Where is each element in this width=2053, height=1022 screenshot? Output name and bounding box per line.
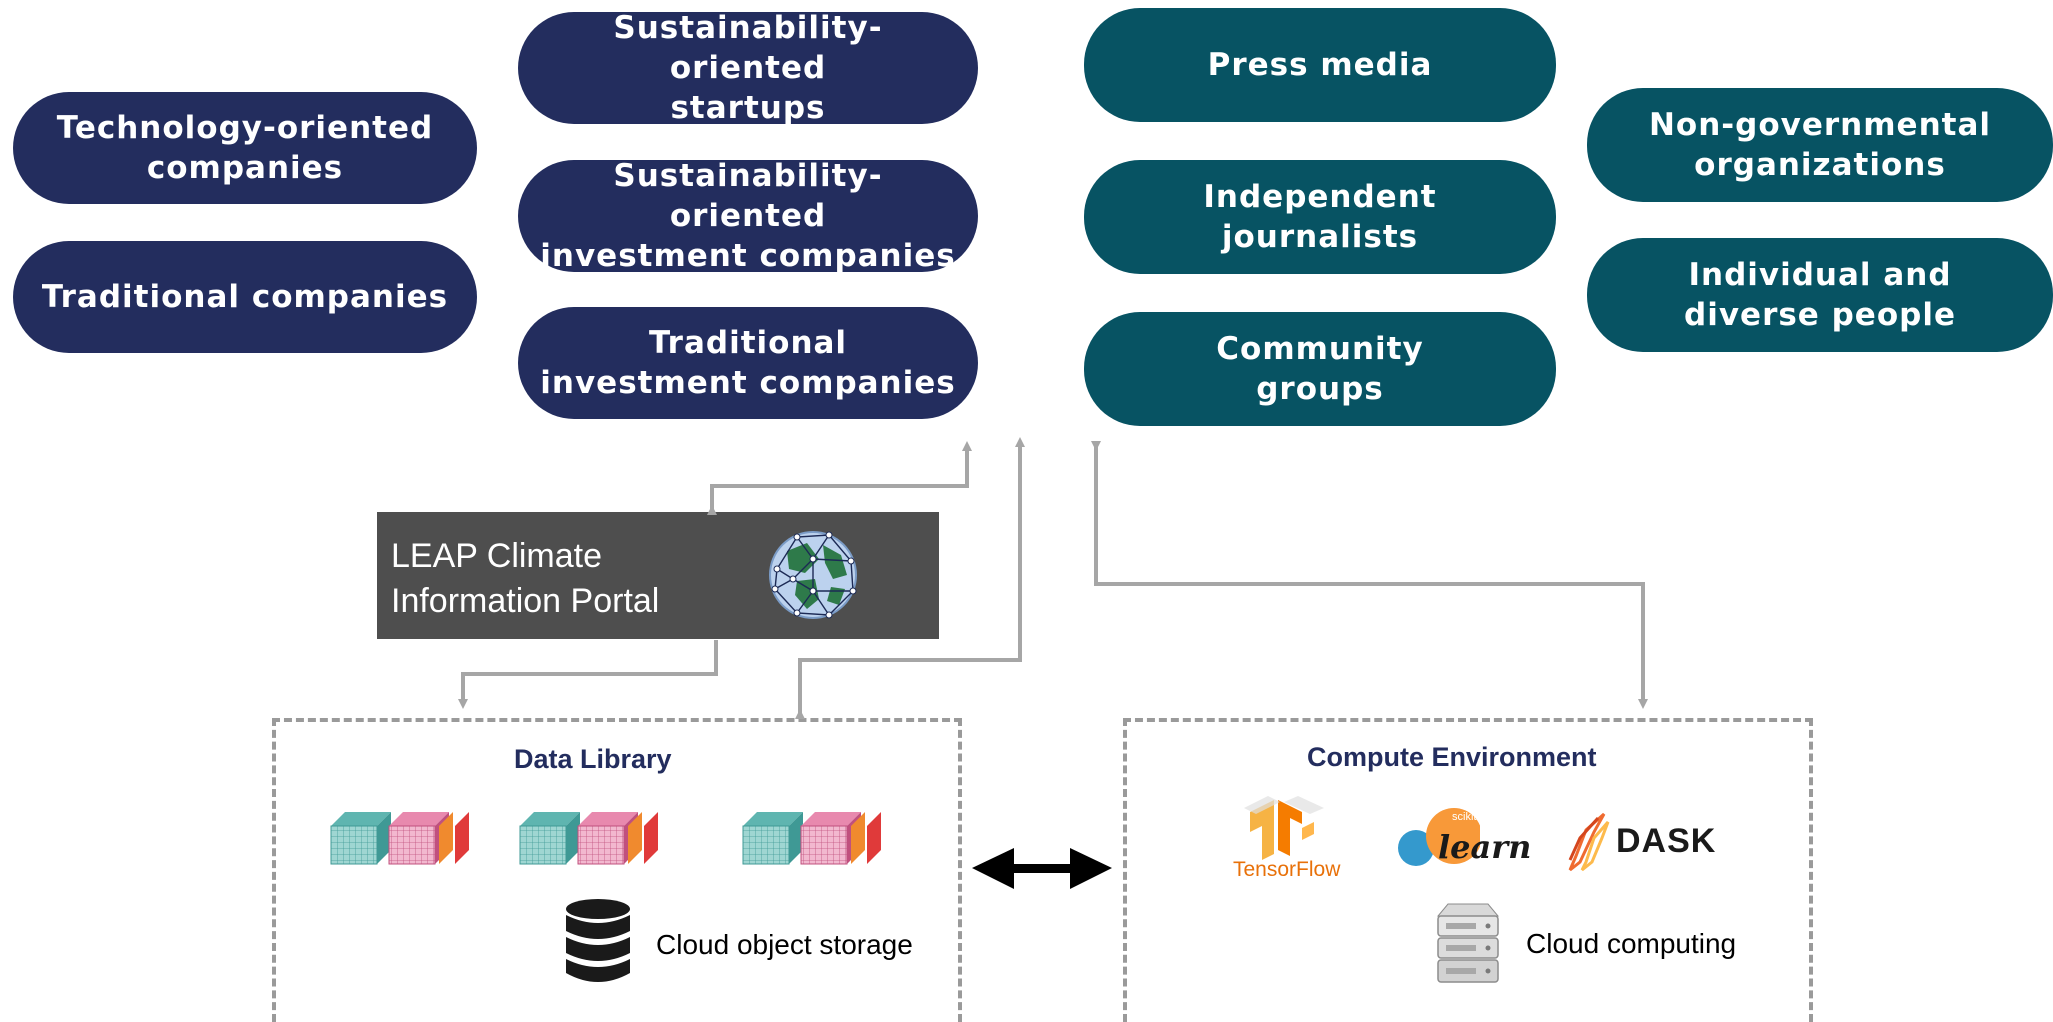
data-library-title: Data Library xyxy=(514,744,672,774)
pill-sustainability-investment: Sustainability-oriented investment compa… xyxy=(518,158,978,274)
database-icon xyxy=(566,899,630,982)
pill-traditional-companies: Traditional companies xyxy=(13,241,477,353)
pill-ngos: Non-governmental organizations xyxy=(1587,88,2053,202)
cloud-computing-label: Cloud computing xyxy=(1526,928,1737,959)
portal-title: LEAP Climate Information Portal xyxy=(391,537,660,620)
connector-datalibrary-up xyxy=(795,437,1025,719)
dask-label: DASK xyxy=(1616,822,1717,860)
learn-label: learn xyxy=(1438,828,1532,866)
bidirectional-arrow xyxy=(972,848,1112,889)
pill-technology-oriented-companies: Technology-oriented companies xyxy=(13,92,477,204)
data-library-box: Data Library xyxy=(272,718,962,1022)
pill-traditional-investment: Traditional investment companies xyxy=(518,307,978,419)
dask-logo-icon xyxy=(1568,812,1610,872)
scikit-learn-logo xyxy=(1398,808,1480,866)
pill-individual-people: Individual and diverse people xyxy=(1587,238,2053,352)
tensorflow-label: TensorFlow xyxy=(1233,858,1341,881)
server-icon xyxy=(1436,903,1500,983)
compute-environment-box: Compute Environment xyxy=(1123,718,1813,1022)
pill-community-groups: Community groups xyxy=(1084,312,1556,426)
pill-sustainability-startups: Sustainability-oriented startups xyxy=(518,10,978,126)
connector-compute-teal xyxy=(1091,441,1648,709)
pill-press-media: Press media xyxy=(1084,8,1556,122)
scikit-small-label: scikit xyxy=(1452,811,1477,823)
compute-environment-title: Compute Environment xyxy=(1307,742,1597,772)
cloud-object-storage-label: Cloud object storage xyxy=(656,929,913,960)
pill-independent-journalists: Independent journalists xyxy=(1084,160,1556,274)
connector-portal-datalibrary xyxy=(458,640,718,709)
tensorflow-logo xyxy=(1244,796,1324,860)
